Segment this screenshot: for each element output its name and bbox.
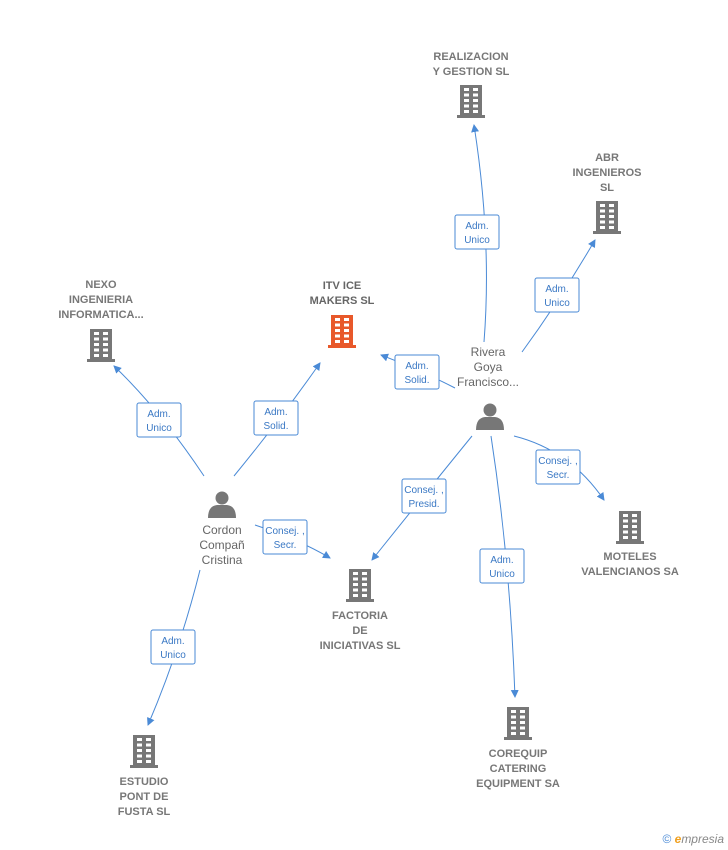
company-label-line: ABR [595, 152, 619, 164]
relation-label-cordon-itv[interactable]: Adm. Solid. [253, 400, 299, 436]
company-label-line: VALENCIANOS SA [581, 566, 679, 578]
relation-role-text: Adm. [147, 409, 170, 420]
person-icon [208, 491, 236, 518]
relation-label-cordon-nexo[interactable]: Adm. Unico [136, 402, 182, 438]
company-node-estudio[interactable]: ESTUDIO PONT DE FUSTA SL [118, 735, 171, 818]
relation-role-text: Consej. , [265, 526, 304, 537]
relation-label-rivera-abr[interactable]: Adm. Unico [534, 277, 580, 313]
building-icon [504, 707, 532, 740]
copyright-icon: © [662, 832, 672, 846]
brand-name: empresia [674, 832, 724, 846]
relation-role-text: Adm. [545, 284, 568, 295]
building-icon [130, 735, 158, 768]
company-label-line: Y GESTION SL [433, 66, 510, 78]
relation-role-text: Adm. [465, 221, 488, 232]
company-label-line: PONT DE [120, 791, 169, 803]
company-node-nexo[interactable]: NEXO INGENIERIA INFORMATICA... [58, 279, 144, 362]
person-label-line: Cordon [202, 523, 241, 537]
company-label-line: REALIZACION [433, 51, 508, 63]
company-label-line: FUSTA SL [118, 806, 171, 818]
relation-role-text: Secr. [274, 540, 297, 551]
relation-role-text: Unico [146, 423, 172, 434]
company-label-line: NEXO [85, 279, 117, 291]
relation-label-rivera-corequip[interactable]: Adm. Unico [479, 548, 525, 584]
relation-role-text: Unico [160, 650, 186, 661]
person-label-line: Goya [474, 360, 503, 374]
relation-role-text: Adm. [264, 407, 287, 418]
company-node-realizacion[interactable]: REALIZACION Y GESTION SL [433, 51, 510, 118]
footer-brand[interactable]: © empresia [662, 832, 724, 846]
person-label-line: Rivera [471, 345, 506, 359]
person-label-line: Compañ [199, 538, 244, 552]
building-icon [457, 85, 485, 118]
relation-role-text: Unico [544, 298, 570, 309]
relation-label-rivera-factoria[interactable]: Consej. , Presid. [401, 478, 447, 514]
building-icon [346, 569, 374, 602]
company-label-line: CATERING [490, 763, 547, 775]
person-label-line: Francisco... [457, 375, 519, 389]
relation-role-text: Solid. [263, 421, 288, 432]
person-label-line: Cristina [202, 553, 243, 567]
company-label-line: INFORMATICA... [58, 309, 143, 321]
relation-role-text: Unico [489, 569, 515, 580]
company-label-line: SL [600, 182, 614, 194]
company-node-moteles[interactable]: MOTELES VALENCIANOS SA [581, 511, 679, 578]
relation-label-cordon-factoria[interactable]: Consej. , Secr. [262, 519, 308, 555]
relation-role-text: Presid. [408, 499, 439, 510]
relation-label-cordon-estudio[interactable]: Adm. Unico [150, 629, 196, 665]
company-label-line: MAKERS SL [310, 295, 375, 307]
relation-label-rivera-realizacion[interactable]: Adm. Unico [454, 214, 500, 250]
company-node-itv[interactable]: ITV ICE MAKERS SL [310, 280, 375, 348]
relation-label-rivera-itv[interactable]: Adm. Solid. [394, 354, 440, 390]
relation-role-text: Adm. [490, 555, 513, 566]
company-label-line: INICIATIVAS SL [320, 640, 401, 652]
building-icon [593, 201, 621, 234]
company-label-line: ITV ICE [323, 280, 362, 292]
relation-role-text: Consej. , [538, 456, 577, 467]
person-icon [476, 403, 504, 430]
relation-role-text: Adm. [405, 361, 428, 372]
company-label-line: DE [352, 625, 367, 637]
person-node-rivera[interactable]: RiveraGoyaFrancisco... [457, 345, 519, 430]
building-icon [616, 511, 644, 544]
company-label-line: FACTORIA [332, 610, 388, 622]
company-label-line: EQUIPMENT SA [476, 778, 560, 790]
company-node-factoria[interactable]: FACTORIA DE INICIATIVAS SL [320, 569, 401, 652]
building-icon [328, 315, 356, 348]
company-label-line: INGENIEROS [572, 167, 641, 179]
building-icon [87, 329, 115, 362]
company-node-corequip[interactable]: COREQUIP CATERING EQUIPMENT SA [476, 707, 560, 790]
relation-role-text: Secr. [547, 470, 570, 481]
relation-role-text: Adm. [161, 636, 184, 647]
relation-role-text: Unico [464, 235, 490, 246]
company-label-line: ESTUDIO [120, 776, 169, 788]
relation-role-text: Solid. [404, 375, 429, 386]
company-label-line: INGENIERIA [69, 294, 133, 306]
relation-label-rivera-moteles[interactable]: Consej. , Secr. [535, 449, 581, 485]
company-node-abr[interactable]: ABR INGENIEROS SL [572, 152, 642, 234]
relation-role-text: Consej. , [404, 485, 443, 496]
company-label-line: MOTELES [603, 551, 656, 563]
company-label-line: COREQUIP [489, 748, 548, 760]
